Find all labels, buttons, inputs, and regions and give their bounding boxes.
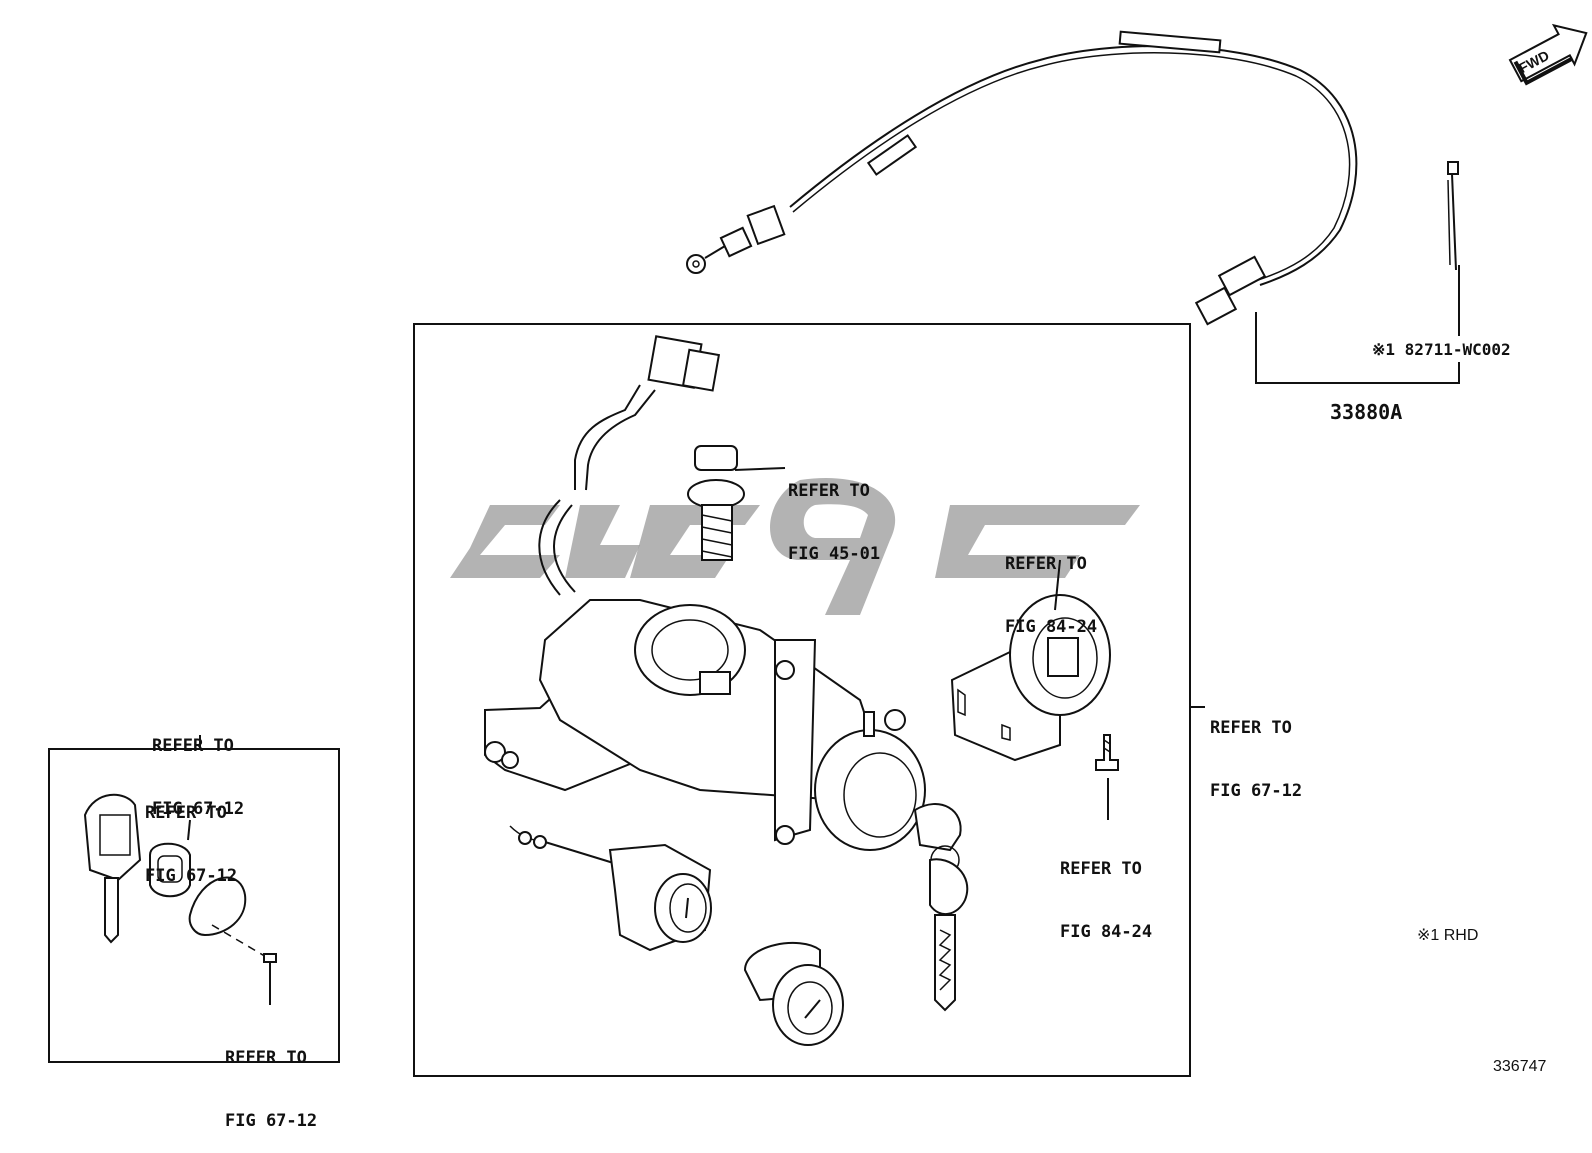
steering-lock-bolt [687, 445, 745, 561]
leader-33880A [1255, 312, 1460, 384]
label-refer-fig-67-12-right: REFER TO FIG 67-12 [1210, 718, 1303, 801]
screw [1095, 734, 1119, 771]
ignition-wire-harness [538, 335, 721, 596]
label-refer-fig-67-12-bottom: REFER TO FIG 67-12 [225, 1048, 318, 1131]
part-number-sub: ※1 82711-WC002 [1372, 340, 1511, 359]
cable-tie [1447, 161, 1459, 271]
label-refer-fig-67-12-top: REFER TO FIG 67-12 [152, 736, 245, 819]
parts-diagram [48, 23, 1588, 1077]
glove-box-lock-cylinder [743, 942, 844, 1046]
note-rhd: ※1 RHD [1417, 927, 1479, 944]
steering-lock-body [484, 599, 926, 851]
label-refer-fig-84-24-screw: REFER TO FIG 84-24 [1060, 859, 1153, 942]
key-subassembly-frame [48, 748, 340, 1063]
label-refer-fig-67-12-inner: REFER TO FIG 67-12 [145, 803, 238, 886]
shift-lock-cable [686, 30, 1358, 326]
part-number-main: 33880A [1330, 400, 1403, 424]
label-refer-fig-45-01: REFER TO FIG 45-01 [788, 481, 881, 564]
door-lock-cylinder [509, 825, 712, 952]
remote-key-assembly [83, 793, 277, 1005]
fwd-arrow-icon [1508, 23, 1588, 86]
label-refer-fig-84-24-ring: REFER TO FIG 84-24 [1005, 554, 1098, 637]
diagram-id: 336747 [1493, 1058, 1547, 1075]
transponder-coil [950, 594, 1111, 762]
main-assembly-frame [413, 323, 1191, 1077]
ignition-key [913, 803, 969, 1012]
